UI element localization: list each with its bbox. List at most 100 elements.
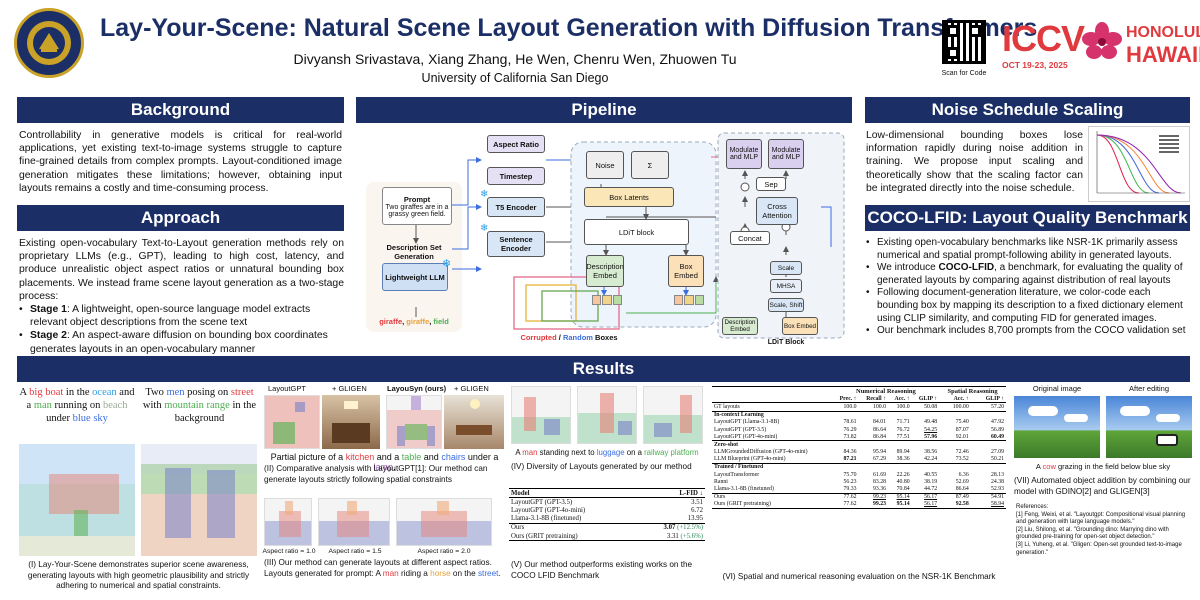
result-2-caption: (II) Comparative analysis with LayoutGPT… (264, 464, 488, 484)
approach-text: Existing open-vocabulary Text-to-Layout … (19, 238, 344, 302)
layoutgpt-image (322, 395, 380, 449)
lfid-header-score: L-FID ↓ (679, 489, 703, 497)
background-text: Controllability in generative models is … (19, 130, 342, 194)
prompt-box: Prompt Two giraffes are in a grassy gree… (382, 187, 452, 225)
coco-heading: COCO-LFID: Layout Quality Benchmark (865, 205, 1190, 231)
ldit-block-box: LDiT block (584, 219, 689, 245)
sentence-encoder-box: Sentence Encoder (487, 231, 545, 257)
coco-bullet-3: Following document-generation literature… (866, 287, 1192, 325)
edited-image (1106, 396, 1192, 458)
snowflake-icon: ❄ (480, 223, 489, 234)
iccv-dates: OCT 19-23, 2025 (1002, 60, 1068, 70)
layout-b (141, 444, 257, 556)
prompt-text: Two giraffes are in a grassy green field… (385, 203, 449, 218)
col-gligen-2: + GLIGEN (454, 384, 489, 393)
group-spatial: Spatial Reasoning (947, 387, 998, 395)
prompt-title: Prompt (403, 194, 431, 204)
result-4-caption: (IV) Diversity of Layouts generated by o… (511, 462, 692, 471)
snowflake-icon: ❄ (480, 189, 489, 200)
ratio-label-2: Aspect ratio = 1.5 (328, 548, 382, 555)
pipeline-heading: Pipeline (356, 97, 852, 123)
diversity-layout-3 (643, 386, 703, 444)
reference-2: [2] Liu, Shilong, et al. "Grounding dino… (1016, 526, 1169, 541)
aspect-ratio-box: Aspect Ratio (487, 135, 545, 153)
mhsa-box: MHSA (770, 279, 802, 293)
ratio-layout-3 (396, 498, 492, 546)
background-heading: Background (17, 97, 344, 123)
layoutgpt-layout (264, 395, 320, 449)
stage-2: Stage 2: An aspect-aware diffusion on bo… (19, 329, 344, 355)
objects-line: giraffe, giraffe, field (379, 317, 449, 326)
ldit-block-label: LDiT Block (767, 339, 805, 346)
result-1: A big boat in the ocean and a man runnin… (17, 384, 260, 596)
references-title: References: (1016, 504, 1049, 510)
result-7-prompt: A cow grazing in the field below blue sk… (1035, 462, 1171, 471)
ratio-label-3: Aspect ratio = 2.0 (417, 548, 471, 555)
iccv-logo: ICCV OCT 19-23, 2025 HONOLULU HAWAII (1002, 18, 1200, 80)
ucsd-seal (14, 8, 84, 78)
diversity-layout-2 (577, 386, 637, 444)
qr-code[interactable] (942, 20, 986, 64)
pipeline-diagram: Prompt Two giraffes are in a grassy gree… (356, 127, 852, 350)
iccv-state: HAWAII (1126, 42, 1200, 67)
result-4-prompt: A man standing next to luggage on a rail… (515, 448, 699, 457)
boxes-legend: Corrupted / Random Boxes (520, 333, 618, 342)
scale-shift-box: Scale, Shift (768, 298, 804, 312)
prompt-b: Two men posing on street with mountain r… (142, 387, 257, 424)
coco-bullet-4: Our benchmark includes 8,700 prompts fro… (866, 325, 1192, 338)
desc-embed-box-2: Description Embed (722, 317, 758, 335)
result-2-prompt: Partial picture of a kitchen and a table… (270, 452, 499, 472)
coco-bullets: Existing open-vocabulary benchmarks like… (866, 237, 1192, 338)
result-7: Original image After editing A cow grazi… (1012, 384, 1194, 596)
object-giraffe-1: giraffe (379, 317, 403, 326)
diversity-layout-1 (511, 386, 571, 444)
table-row: Ours (GRIT pretraining)3.31 (+5.6%) (511, 532, 703, 540)
modulate-mlp-1: Modulate and MLP (726, 139, 762, 169)
affiliation: University of California San Diego (421, 71, 609, 85)
result-3-caption: (III) Our method can generate layouts at… (264, 558, 501, 578)
object-giraffe-2: giraffe (406, 317, 430, 326)
col-layousyn: LayouSyn (ours) (387, 384, 447, 393)
result-1-caption: (I) Lay-Your-Scene demonstrates superior… (27, 560, 250, 590)
references: References: [1] Feng, Weixi, et al. "Lay… (1016, 504, 1192, 557)
cross-attention-box: Cross Attention (756, 197, 798, 225)
orig-image (1014, 396, 1100, 458)
result-7-caption: (VII) Automated object addition by combi… (1014, 476, 1191, 496)
desc-embed-box: Description Embed (586, 255, 624, 287)
table-row: LayoutGPT (GPT-4o-mini)6.72 (511, 506, 703, 514)
llm-box: Lightweight LLM (382, 263, 448, 291)
coco-bullet-2: We introduce COCO-LFID, a benchmark, for… (866, 262, 1192, 287)
authors: Divyansh Srivastava, Xiang Zhang, He Wen… (293, 51, 737, 67)
noise-heading: Noise Schedule Scaling (865, 97, 1190, 123)
stage-1: Stage 1: A lightweight, open-source lang… (19, 303, 344, 329)
approach-heading: Approach (17, 205, 344, 231)
box-embed-box: Box Embed (668, 255, 704, 287)
noise-schedule-chart (1088, 126, 1190, 202)
t5-encoder-box: T5 Encoder (487, 197, 545, 217)
desc-gen-label: Description Set Generation (386, 243, 442, 261)
page-title: Lay-Your-Scene: Natural Scene Layout Gen… (100, 14, 1038, 42)
iccv-name: ICCV (1002, 18, 1085, 59)
result-6-caption: (VI) Spatial and numerical reasoning eva… (722, 572, 996, 581)
token-strip-1 (592, 295, 622, 305)
layout-a (19, 444, 135, 556)
reference-3: [3] Li, Yuheng, et al. "Gligen: Open-set… (1016, 541, 1182, 556)
layousyn-layout (386, 395, 442, 449)
reference-1: [1] Feng, Weixi, et al. "Layoutgpt: Comp… (1016, 511, 1186, 526)
qr-caption: Scan for Code (941, 70, 987, 77)
sep-box: Sep (756, 177, 786, 191)
token-strip-2 (674, 295, 704, 305)
table-row: Llama-3.1-8B (finetuned)13.95 (509, 515, 705, 524)
cow (1156, 434, 1178, 446)
hibiscus-icon (1082, 22, 1122, 67)
ratio-layout-2 (318, 498, 390, 546)
noise-text: Low-dimensional bounding boxes lose info… (866, 130, 1083, 194)
